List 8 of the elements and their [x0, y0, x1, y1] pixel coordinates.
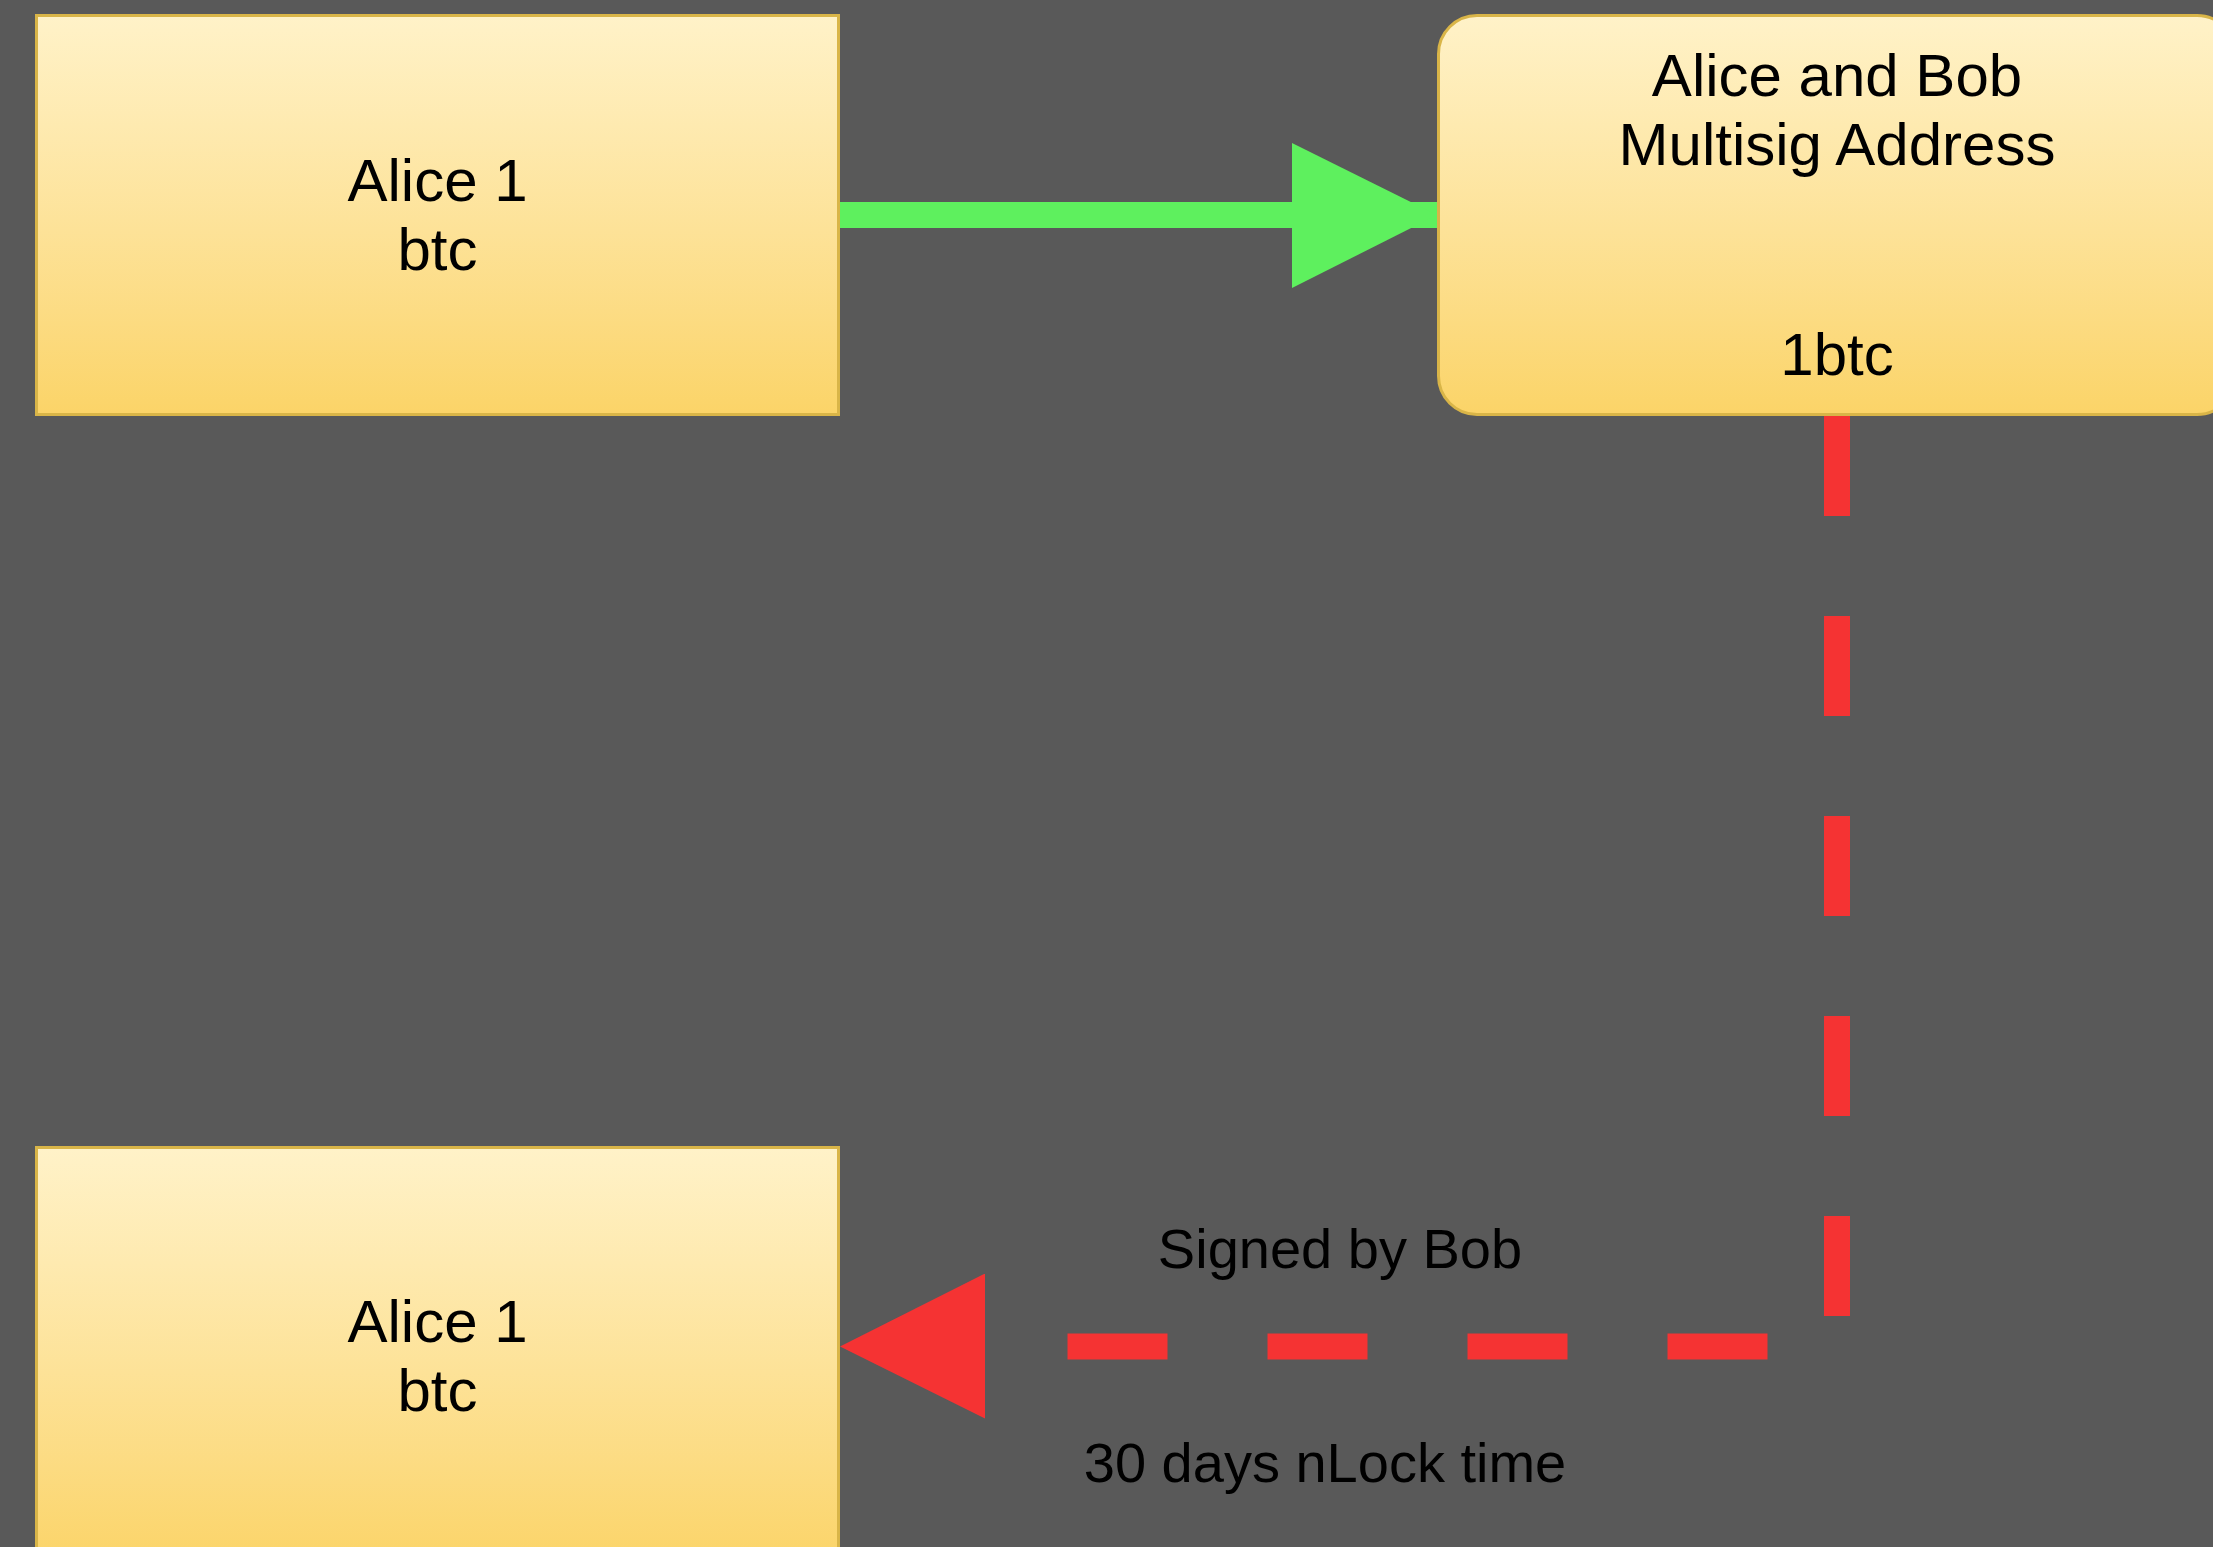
arrow	[840, 143, 1437, 288]
box-text: Alice and Bob Multisig Address	[1617, 41, 2057, 179]
account-box	[1437, 14, 2213, 416]
box-text: 1btc	[1780, 320, 1894, 389]
box-text: Alice 1 btc	[346, 146, 529, 284]
account-box	[35, 14, 840, 416]
account-box	[35, 1146, 840, 1547]
box-text: Alice 1 btc	[346, 1287, 529, 1425]
